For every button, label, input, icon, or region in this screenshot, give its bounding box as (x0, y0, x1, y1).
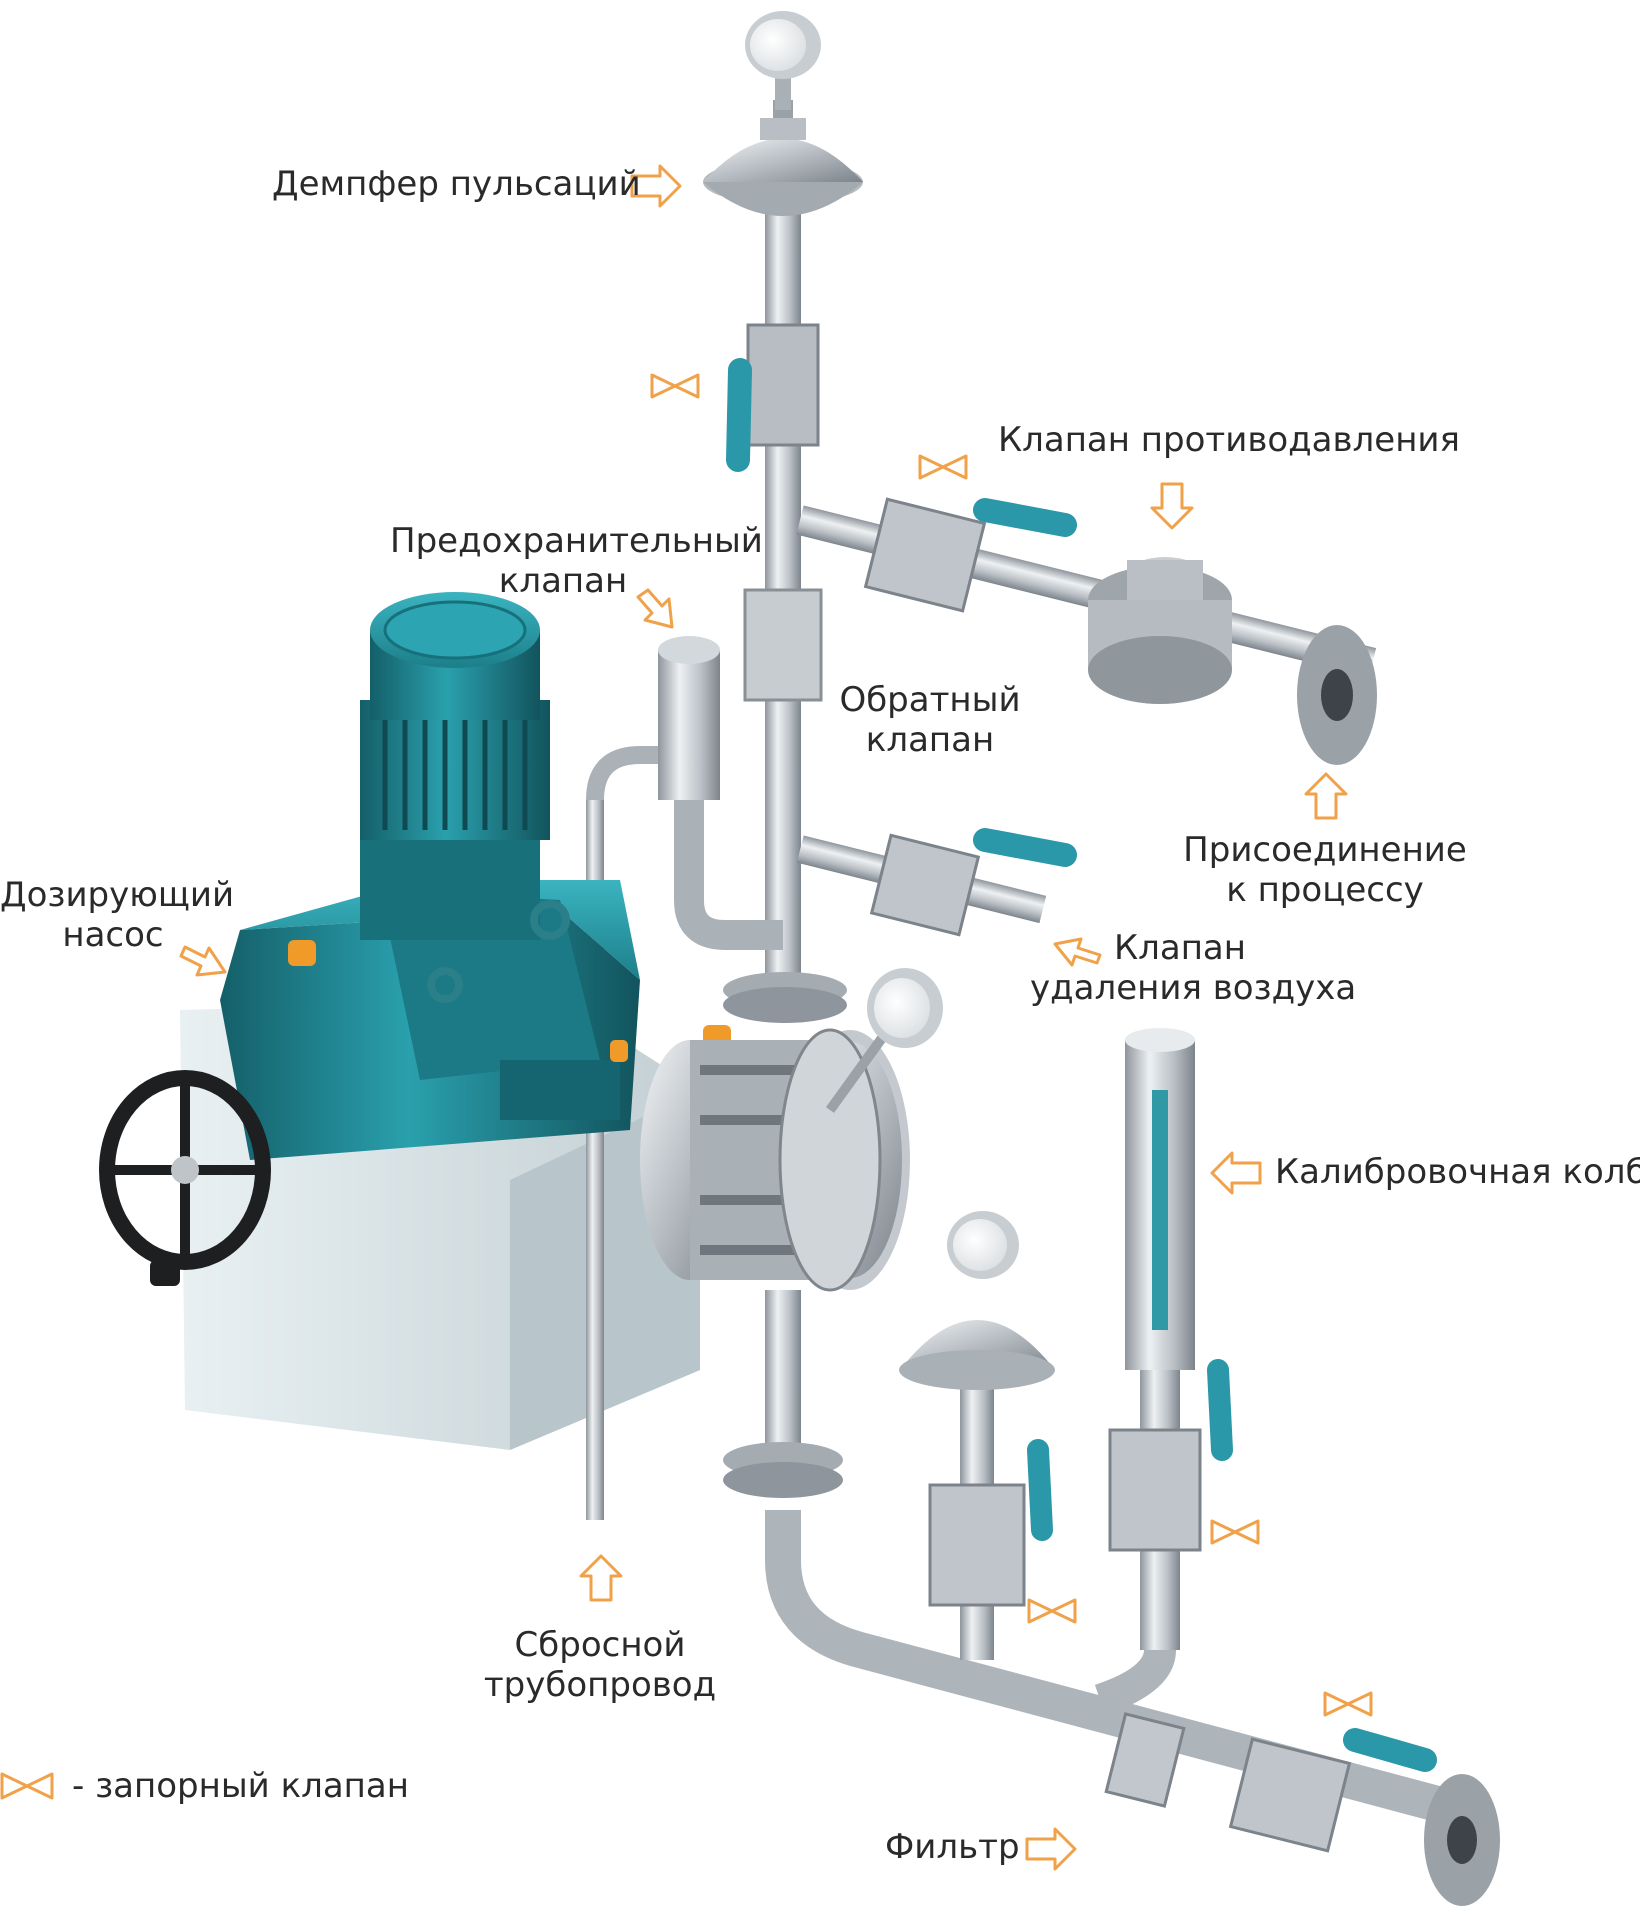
shutoff-valve-icon (0, 373, 1373, 1800)
arrow-icon (579, 1554, 623, 1602)
legend-shutoff-valve: - запорный клапан (72, 1766, 409, 1806)
discharge-line (703, 11, 943, 1113)
shutoff-valve-icon (650, 373, 700, 399)
label-process-connection: Присоединение к процессу (1183, 830, 1467, 910)
back-pressure-branch (796, 497, 1377, 765)
label-dampener: Демпфер пульсаций (272, 164, 641, 204)
electric-motor (360, 592, 570, 1003)
arrow-icon (1025, 1827, 1077, 1871)
shutoff-valve-icon (1210, 1519, 1260, 1545)
handwheel (99, 1070, 271, 1286)
label-check-valve: Обратный клапан (839, 680, 1021, 760)
air-release-branch (796, 828, 1077, 937)
shutoff-valve-icon (1027, 1598, 1077, 1624)
label-relief-line: Сбросной трубопровод (483, 1625, 717, 1705)
arrow-icon (630, 164, 682, 208)
arrow-icon (1150, 482, 1194, 530)
arrow-icon (179, 164, 1348, 1871)
safety-valve (658, 636, 783, 950)
label-air-release-valve: Клапан удаления воздуха (1030, 928, 1357, 1008)
label-back-pressure-valve: Клапан противодавления (998, 420, 1460, 460)
arrow-icon (636, 588, 674, 629)
pump-head (640, 1028, 910, 1292)
arrow-icon (179, 945, 227, 977)
label-metering-pump: Дозирующий насос (0, 875, 235, 955)
suction-line (723, 1028, 1500, 1906)
label-safety-valve: Предохранительный клапан (390, 521, 763, 601)
shutoff-valve-icon (1323, 1691, 1373, 1717)
shutoff-valve-icon (0, 1772, 54, 1800)
label-calibration-column: Калибровочная колба (1275, 1152, 1640, 1192)
discharge-valve-handle (726, 358, 752, 472)
shutoff-valve-icon (918, 454, 968, 480)
label-filter: Фильтр (885, 1827, 1020, 1867)
arrow-icon (1304, 772, 1348, 820)
arrow-icon (1210, 1151, 1262, 1195)
arrow-icon (1053, 937, 1102, 967)
